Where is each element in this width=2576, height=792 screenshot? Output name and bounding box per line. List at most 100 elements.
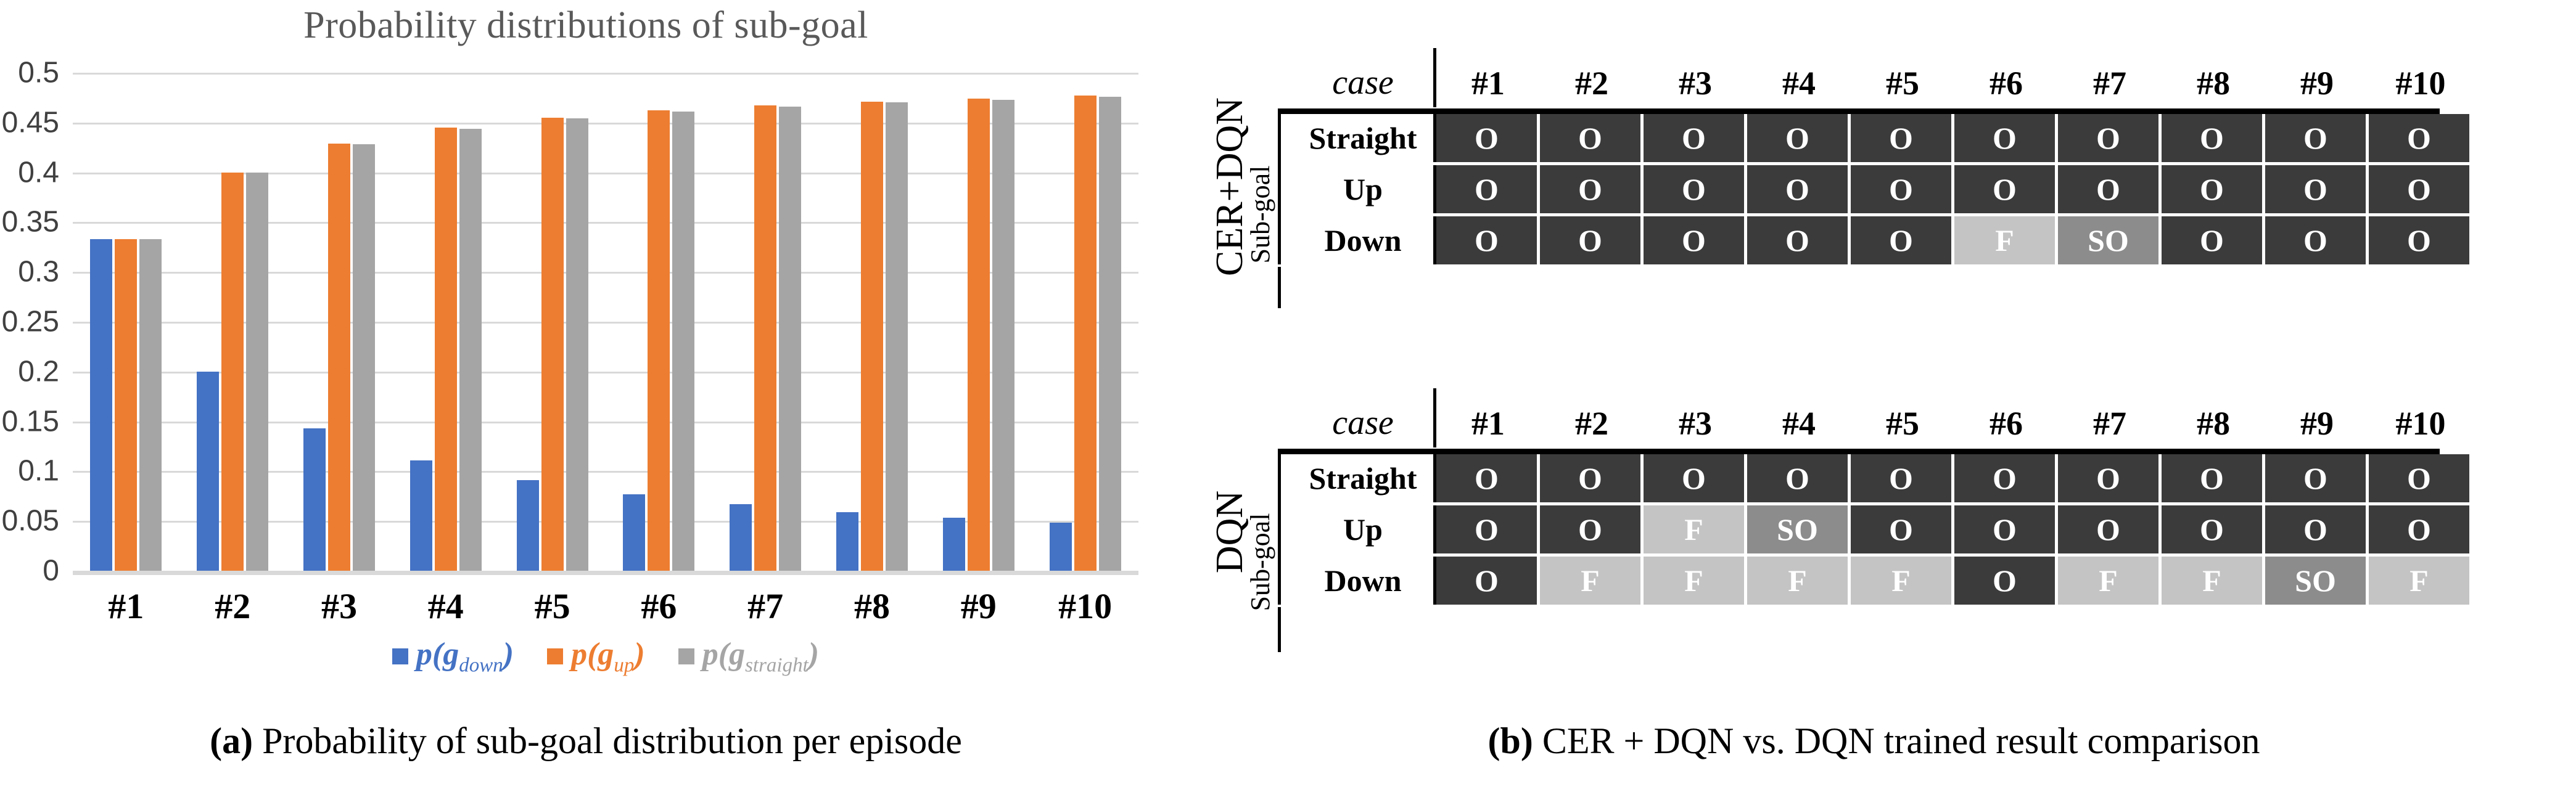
- column-header: #3: [1679, 405, 1712, 442]
- bar-group: [286, 73, 393, 571]
- y-axis-tick-label: 0.15: [1, 405, 59, 438]
- gridline: [73, 421, 1138, 423]
- chart-panel: Probability distributions of sub-goal 0.…: [0, 0, 1172, 792]
- header-case-label: case: [1332, 404, 1394, 442]
- result-cell-o: O: [2265, 505, 2366, 553]
- result-cell-o: O: [2162, 505, 2262, 553]
- bar-group: [925, 73, 1032, 571]
- result-cell-o: O: [1436, 216, 1537, 264]
- x-axis-tick-label: #1: [108, 586, 144, 626]
- caption-b-text: CER + DQN vs. DQN trained result compari…: [1533, 721, 2260, 761]
- result-cell-so: SO: [1747, 505, 1848, 553]
- gridline: [73, 222, 1138, 224]
- result-cell-o: O: [2369, 216, 2469, 264]
- result-cell-o: O: [2162, 114, 2262, 162]
- column-header: #7: [2093, 65, 2126, 102]
- result-cell-o: O: [2369, 454, 2469, 502]
- legend-label-straight: p(gstraight): [702, 637, 820, 677]
- legend-item-straight: p(gstraight): [678, 636, 819, 677]
- result-cell-f: F: [1644, 557, 1744, 605]
- bar-down: [90, 239, 113, 571]
- chart-legend: p(gdown) p(gup) p(gstraight): [73, 636, 1138, 677]
- bar-straight: [992, 99, 1014, 571]
- legend-label-up: p(gup): [571, 637, 645, 677]
- column-header: #8: [2197, 65, 2230, 102]
- chart-title: Probability distributions of sub-goal: [303, 4, 868, 46]
- result-cell-o: O: [1644, 165, 1744, 213]
- result-cell-o: O: [2058, 165, 2158, 213]
- bar-up: [434, 127, 457, 571]
- result-cell-f: F: [2369, 557, 2469, 605]
- column-header: #4: [1782, 65, 1816, 102]
- y-axis-tick-label: 0.4: [18, 156, 59, 189]
- gridline: [73, 521, 1138, 523]
- bar-groups: [73, 73, 1138, 571]
- row-label-down: Down: [1324, 563, 1402, 598]
- table-left-rule-2: [1278, 449, 1281, 652]
- bar-group: [606, 73, 712, 571]
- bar-group: [392, 73, 499, 571]
- result-cell-o: O: [2265, 216, 2366, 264]
- model-label-dqn: DQN: [1208, 490, 1251, 574]
- result-cell-f: F: [1851, 557, 1951, 605]
- bar-down: [730, 504, 752, 571]
- caption-a: (a) Probability of sub-goal distribution…: [0, 720, 1172, 762]
- result-cell-o: O: [1851, 165, 1951, 213]
- column-header: #2: [1575, 405, 1608, 442]
- result-cell-o: O: [2162, 216, 2262, 264]
- result-cell-o: O: [1540, 505, 1640, 553]
- result-cell-o: O: [1540, 114, 1640, 162]
- legend-swatch-up-icon: [547, 648, 564, 665]
- gridline: [73, 122, 1138, 125]
- subgoal-axis-label-2: Sub-goal: [1245, 513, 1275, 611]
- result-cell-o: O: [1436, 114, 1537, 162]
- result-cell-o: O: [1851, 216, 1951, 264]
- table-bottom-rule: [1278, 605, 2440, 607]
- bar-down: [409, 460, 432, 571]
- column-header: #9: [2300, 65, 2334, 102]
- x-axis-labels: #1#2#3#4#5#6#7#8#9#10: [73, 586, 1138, 627]
- gridline: [73, 371, 1138, 374]
- column-header: #4: [1782, 405, 1816, 442]
- row-label-straight: Straight: [1309, 121, 1417, 155]
- bar-group: [819, 73, 926, 571]
- result-cell-so: SO: [2265, 557, 2366, 605]
- result-cell-o: O: [2369, 505, 2469, 553]
- model-label-cer-dqn: CER+DQN: [1208, 97, 1251, 276]
- column-header: #5: [1886, 405, 1919, 442]
- result-cell-o: O: [1540, 165, 1640, 213]
- bar-up: [221, 172, 244, 571]
- bar-down: [942, 518, 965, 571]
- bar-straight: [672, 112, 695, 571]
- row-label-down: Down: [1324, 223, 1402, 258]
- bar-straight: [566, 118, 588, 571]
- header-case-label: case: [1332, 63, 1394, 102]
- caption-b: (b) CER + DQN vs. DQN trained result com…: [1172, 720, 2576, 762]
- result-cell-f: F: [2162, 557, 2262, 605]
- result-cell-o: O: [1436, 454, 1537, 502]
- result-cell-o: O: [2162, 165, 2262, 213]
- bar-straight: [779, 106, 802, 571]
- result-cell-f: F: [2058, 557, 2158, 605]
- y-axis-tick-label: 0.35: [1, 205, 59, 239]
- y-axis-tick-label: 0.3: [18, 255, 59, 288]
- result-cell-o: O: [1540, 216, 1640, 264]
- column-header: #3: [1679, 65, 1712, 102]
- caption-a-tag: (a): [210, 721, 253, 761]
- legend-label-down: p(gdown): [416, 637, 514, 677]
- gridline: [73, 73, 1138, 75]
- bar-group: [179, 73, 286, 571]
- result-cell-so: SO: [2058, 216, 2158, 264]
- column-header: #6: [1990, 65, 2023, 102]
- bar-straight: [1098, 96, 1121, 571]
- result-cell-o: O: [2265, 165, 2366, 213]
